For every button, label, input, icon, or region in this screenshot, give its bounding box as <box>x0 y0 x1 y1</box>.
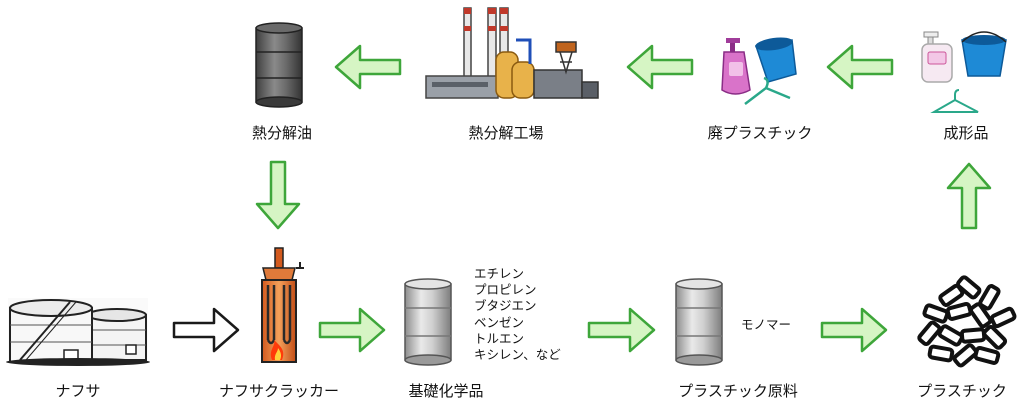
chemicals-list: エチレン プロピレン ブタジエン ベンゼン トルエン キシレン、など <box>474 266 561 363</box>
molded-products-icon <box>921 31 1007 113</box>
pyrolysis-oil-drum-icon <box>255 22 303 108</box>
label-waste-plastic: 廃プラスチック <box>707 124 813 142</box>
chemical-item: キシレン、など <box>474 347 561 363</box>
label-naphtha-cracker: ナフサクラッカー <box>218 382 340 400</box>
arrow-left-3 <box>334 44 402 90</box>
label-monomer: モノマー <box>741 317 792 332</box>
chemical-item: エチレン <box>474 266 525 281</box>
chemical-item: ブタジエン <box>474 298 537 314</box>
basic-chemicals-drum-icon <box>404 278 452 366</box>
label-pyrolysis-plant: 熱分解工場 <box>468 124 544 142</box>
arrow-left-1 <box>826 44 894 90</box>
chemical-item: トルエン <box>474 330 525 346</box>
naphtha-tanks-icon <box>6 298 150 366</box>
arrow-right-2 <box>587 307 656 353</box>
plastic-raw-drum-icon <box>675 278 723 366</box>
arrow-up <box>946 162 992 230</box>
arrow-right-3 <box>820 307 888 353</box>
pyrolysis-plant-icon <box>425 7 599 99</box>
arrow-left-2 <box>626 44 694 90</box>
label-naphtha: ナフサ <box>55 382 101 400</box>
chemical-item: プロピレン <box>474 282 537 298</box>
arrow-down <box>255 160 301 230</box>
waste-plastic-icon <box>721 37 797 105</box>
arrow-right-1 <box>318 307 386 353</box>
label-molded-products: 成形品 <box>943 124 989 142</box>
label-pyrolysis-oil: 熱分解油 <box>251 124 313 142</box>
arrow-open-right <box>172 307 240 353</box>
chemical-item: ベンゼン <box>474 314 525 330</box>
label-plastic: プラスチック <box>917 382 1007 400</box>
plastic-pellets-icon <box>917 275 1017 368</box>
label-basic-chemicals: 基礎化学品 <box>408 382 484 400</box>
naphtha-cracker-icon <box>261 247 304 363</box>
label-plastic-raw-material: プラスチック原料 <box>678 382 798 400</box>
